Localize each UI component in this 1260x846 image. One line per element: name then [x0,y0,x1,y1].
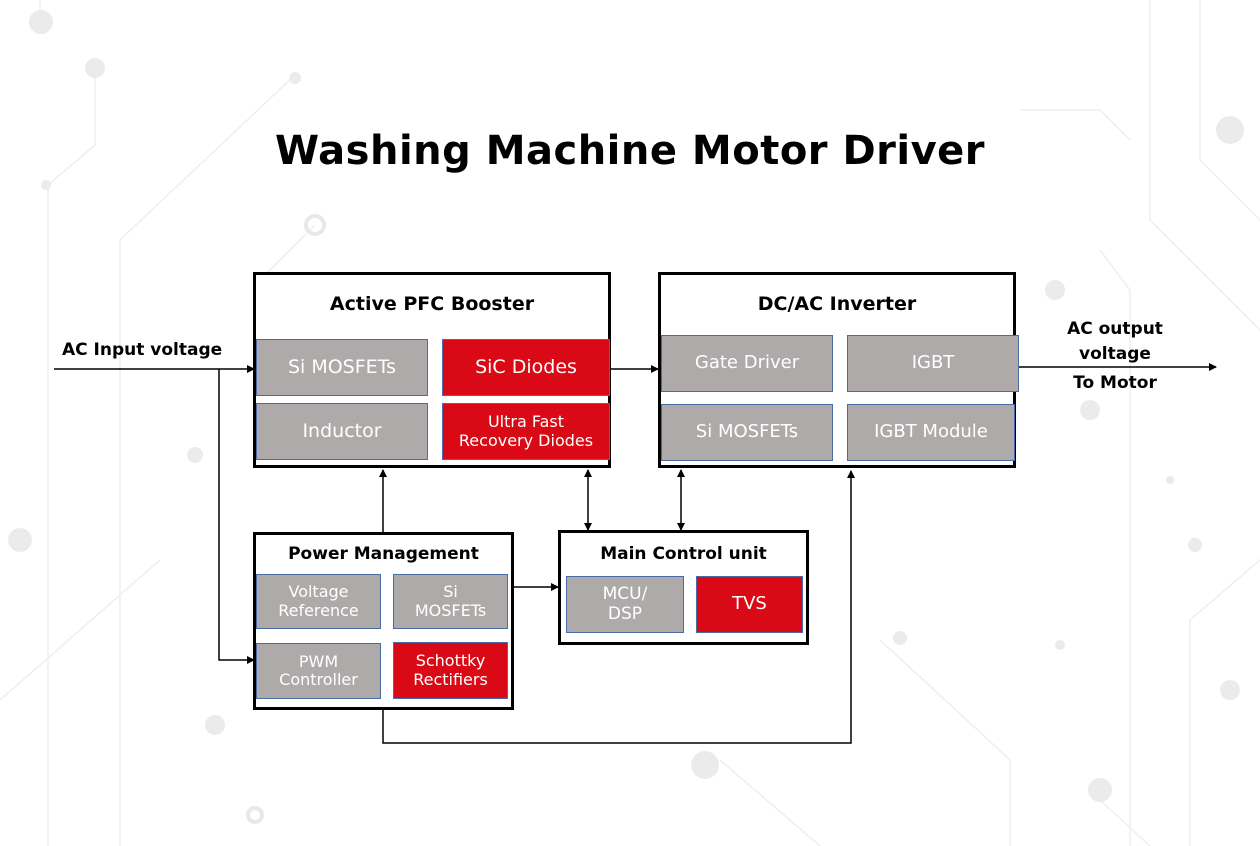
block-dc-ac-inverter: DC/AC Inverter Gate Driver IGBT Si MOSFE… [658,272,1019,468]
cell-si-mosfets: Si MOSFETs [256,339,428,396]
cell-line: MCU/ [602,583,648,604]
cell-igbt: IGBT [847,335,1019,392]
power-to-inverter-arrow [382,470,855,744]
cell-gate-driver: Gate Driver [661,335,833,392]
cell-si-mosfets: Si MOSFETs [393,574,508,629]
cell-schottky-rectifiers: Schottky Rectifiers [393,642,508,699]
cell-line: Ultra Fast [487,412,565,432]
cell-sic-diodes: SiC Diodes [442,339,610,396]
cell-pwm-controller: PWM Controller [256,643,381,699]
cell-inductor: Inductor [256,403,428,460]
cell-mcu-dsp: MCU/ DSP [566,576,684,633]
block-active-pfc-booster: Active PFC Booster Si MOSFETs SiC Diodes… [253,272,611,468]
cell-line: Reference [278,600,359,620]
block-power-management: Power Management Voltage Reference Si MO… [253,532,514,710]
cell-line: Si [443,582,458,602]
cell-igbt-module: IGBT Module [847,404,1015,461]
cell-line: Recovery Diodes [458,430,594,450]
cell-line: PWM [298,651,339,671]
input-to-pwm-arrow [218,369,255,664]
block-title: DC/AC Inverter [757,293,917,315]
cell-line: Voltage [288,582,349,602]
to-motor-label: To Motor [1073,373,1157,393]
cell-line: Controller [279,670,358,689]
cell-line: Schottky [415,651,486,671]
block-title: Power Management [288,544,479,564]
ac-output-line2: voltage [1079,344,1151,364]
block-title: Active PFC Booster [329,293,535,315]
block-main-control-unit: Main Control unit MCU/ DSP TVS [558,530,809,645]
cell-si-mosfets: Si MOSFETs [661,404,833,461]
cell-line: Rectifiers [413,669,488,689]
cell-line: DSP [607,603,643,624]
cell-line: MOSFETs [414,600,487,620]
cell-tvs: TVS [696,576,803,633]
block-title: Main Control unit [600,544,767,564]
cell-voltage-reference: Voltage Reference [256,574,381,629]
ac-input-label: AC Input voltage [62,340,223,360]
ac-output-line1: AC output [1067,319,1163,339]
cell-ultra-fast-recovery-diodes: Ultra Fast Recovery Diodes [442,403,610,460]
page-title: Washing Machine Motor Driver [274,128,986,174]
ac-output-label: AC output voltage [1030,317,1200,367]
